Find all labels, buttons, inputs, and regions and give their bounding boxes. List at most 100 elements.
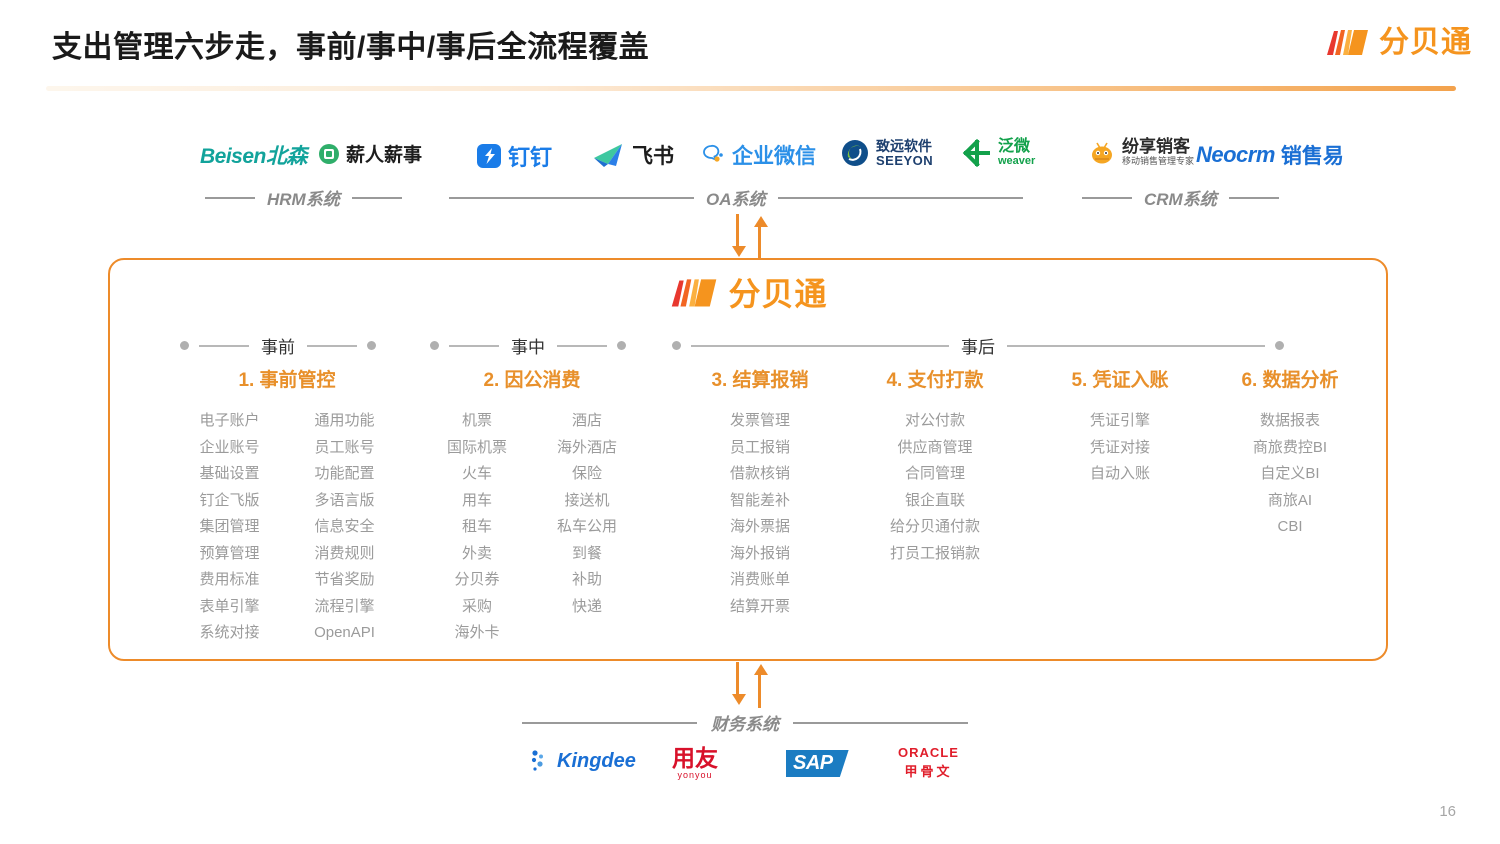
dingtalk-label: 钉钉: [508, 145, 553, 170]
list-item: 合同管理: [904, 465, 965, 482]
list-item: 海外酒店: [556, 438, 617, 456]
finance-logo-kingdee: Kingdee: [528, 748, 636, 774]
list-item: 系统对接: [199, 624, 260, 641]
column-1-heading: 1. 事前管控: [238, 370, 336, 391]
oracle-sublabel: 甲骨文: [904, 764, 953, 780]
bottom-arrow-down-head: [732, 694, 746, 705]
list-item: 租车: [461, 518, 492, 535]
list-item: 私车公用: [556, 518, 617, 535]
fxiaoke-label: 纷享销客: [1122, 137, 1190, 156]
brand-text-header: 分贝通: [1379, 26, 1472, 59]
seeyon-mark-icon: [842, 140, 868, 166]
system-label-finance: 财务系统: [522, 710, 968, 735]
brand-logo-main: 分贝通: [668, 276, 827, 311]
column-2-list-left: 机票 国际机票 火车 用车 租车 外卖 分贝券 采购 海外卡: [422, 408, 532, 647]
column-4-heading: 4. 支付打款: [886, 370, 984, 391]
phase-after: 事后: [672, 333, 1284, 358]
list-item: 海外报销: [729, 544, 790, 562]
weaver-mark-icon: [962, 138, 990, 168]
phase-after-dot-left: [672, 341, 681, 350]
list-item: 员工账号: [314, 438, 375, 456]
system-label-crm: CRM系统: [1082, 185, 1279, 210]
partner-logo-dingtalk: 钉钉: [476, 140, 552, 172]
list-item: 多语言版: [314, 491, 375, 509]
list-item: 电子账户: [199, 412, 260, 429]
weaver-text-block: 泛微 weaver: [998, 138, 1035, 167]
hrm-label-text: HRM系统: [267, 190, 340, 209]
list-item: 预算管理: [199, 544, 260, 562]
list-item: 员工报销: [729, 438, 790, 456]
list-item: 打员工报销款: [889, 544, 980, 562]
phase-before-dot-right: [367, 341, 376, 350]
list-item: 结算开票: [729, 597, 790, 615]
partner-logo-fxiaoke: 纷享销客 移动销售管理专家: [1088, 137, 1195, 167]
top-arrow-up-head: [754, 216, 768, 227]
finance-line-left: [522, 721, 697, 724]
list-item: 补助: [571, 571, 602, 588]
list-item: 供应商管理: [897, 438, 973, 456]
fenbeitong-mark-main-icon: [671, 279, 717, 307]
finance-logo-oracle: ORACLE 甲骨文: [898, 745, 959, 780]
list-item: 智能差补: [729, 491, 790, 509]
phase-during-line-left: [449, 344, 499, 347]
wecom-label: 企业微信: [732, 145, 816, 168]
partner-logo-xinrenxinshi: 薪人薪事: [318, 140, 422, 167]
column-2: 2. 因公消费 机票 国际机票 火车 用车 租车 外卖 分贝券 采购 海外卡 酒…: [422, 365, 642, 647]
list-item: 快递: [571, 597, 602, 615]
list-item: 接送机: [564, 491, 610, 509]
finance-line-right: [793, 721, 968, 724]
list-item: 消费账单: [729, 571, 790, 588]
partner-logo-weaver: 泛微 weaver: [962, 138, 1035, 168]
fxiaoke-text-block: 纷享销客 移动销售管理专家: [1122, 137, 1195, 167]
phase-during-label: 事中: [511, 338, 545, 357]
list-item: 外卖: [461, 544, 492, 562]
seeyon-text-block: 致远软件 SEEYON: [876, 139, 933, 167]
list-item: 对公付款: [904, 412, 965, 429]
list-item: 保险: [571, 465, 602, 482]
kingdee-label: Kingdee: [557, 749, 636, 772]
bottom-connector-arrows: [728, 662, 774, 708]
partner-logo-seeyon: 致远软件 SEEYON: [840, 138, 933, 168]
list-item: 借款核销: [729, 465, 790, 482]
phase-after-dot-right: [1275, 341, 1284, 350]
crm-label-text: CRM系统: [1144, 190, 1217, 209]
column-6-lists: 数据报表 商旅费控BI 自定义BI 商旅AI CBI: [1200, 408, 1380, 541]
system-label-oa: OA系统: [449, 185, 1023, 210]
list-item: 火车: [461, 465, 492, 482]
brand-text-main: 分贝通: [728, 275, 828, 312]
column-3-heading: 3. 结算报销: [711, 370, 809, 391]
list-item: CBI: [1277, 518, 1303, 535]
column-5: 5. 凭证入账 凭证引擎 凭证对接 自动入账: [1030, 365, 1210, 488]
list-item: 用车: [461, 491, 492, 509]
finance-logo-sap: SAP: [786, 750, 849, 777]
partner-logo-wecom: 企业微信: [700, 140, 816, 170]
seeyon-label: 致远软件: [876, 137, 932, 154]
column-5-heading: 5. 凭证入账: [1071, 370, 1169, 391]
bottom-arrow-up-shaft: [758, 674, 761, 708]
hrm-line-left: [205, 196, 255, 199]
neocrm-sublabel: 销售易: [1280, 145, 1344, 168]
fxiaoke-mark-icon: [1092, 142, 1112, 164]
list-item: 钉企飞版: [199, 491, 260, 509]
column-4: 4. 支付打款 对公付款 供应商管理 合同管理 银企直联 给分贝通付款 打员工报…: [840, 365, 1030, 567]
oa-line-right: [777, 196, 1023, 199]
column-6-list-left: 数据报表 商旅费控BI 自定义BI 商旅AI CBI: [1200, 408, 1380, 541]
list-item: 自动入账: [1089, 465, 1150, 482]
column-3-list-left: 发票管理 员工报销 借款核销 智能差补 海外票据 海外报销 消费账单 结算开票: [670, 408, 850, 620]
fxiaoke-sublabel: 移动销售管理专家: [1122, 155, 1195, 166]
top-arrow-up-shaft: [758, 226, 761, 260]
list-item: 机票: [461, 412, 492, 429]
list-item: 表单引擎: [199, 597, 260, 615]
phase-after-label: 事后: [961, 338, 995, 357]
top-arrow-down-head: [732, 246, 746, 257]
column-4-lists: 对公付款 供应商管理 合同管理 银企直联 给分贝通付款 打员工报销款: [840, 408, 1030, 567]
top-arrow-down-shaft: [736, 214, 739, 248]
finance-label-text: 财务系统: [711, 715, 779, 734]
phase-before-label: 事前: [261, 338, 295, 357]
list-item: 凭证引擎: [1089, 412, 1150, 429]
xinrenxinshi-label: 薪人薪事: [346, 145, 423, 166]
list-item: 酒店: [571, 412, 602, 429]
list-item: 分贝券: [454, 571, 500, 588]
page-title: 支出管理六步走，事前/事中/事后全流程覆盖: [52, 31, 650, 64]
bottom-arrow-up-head: [754, 664, 768, 675]
